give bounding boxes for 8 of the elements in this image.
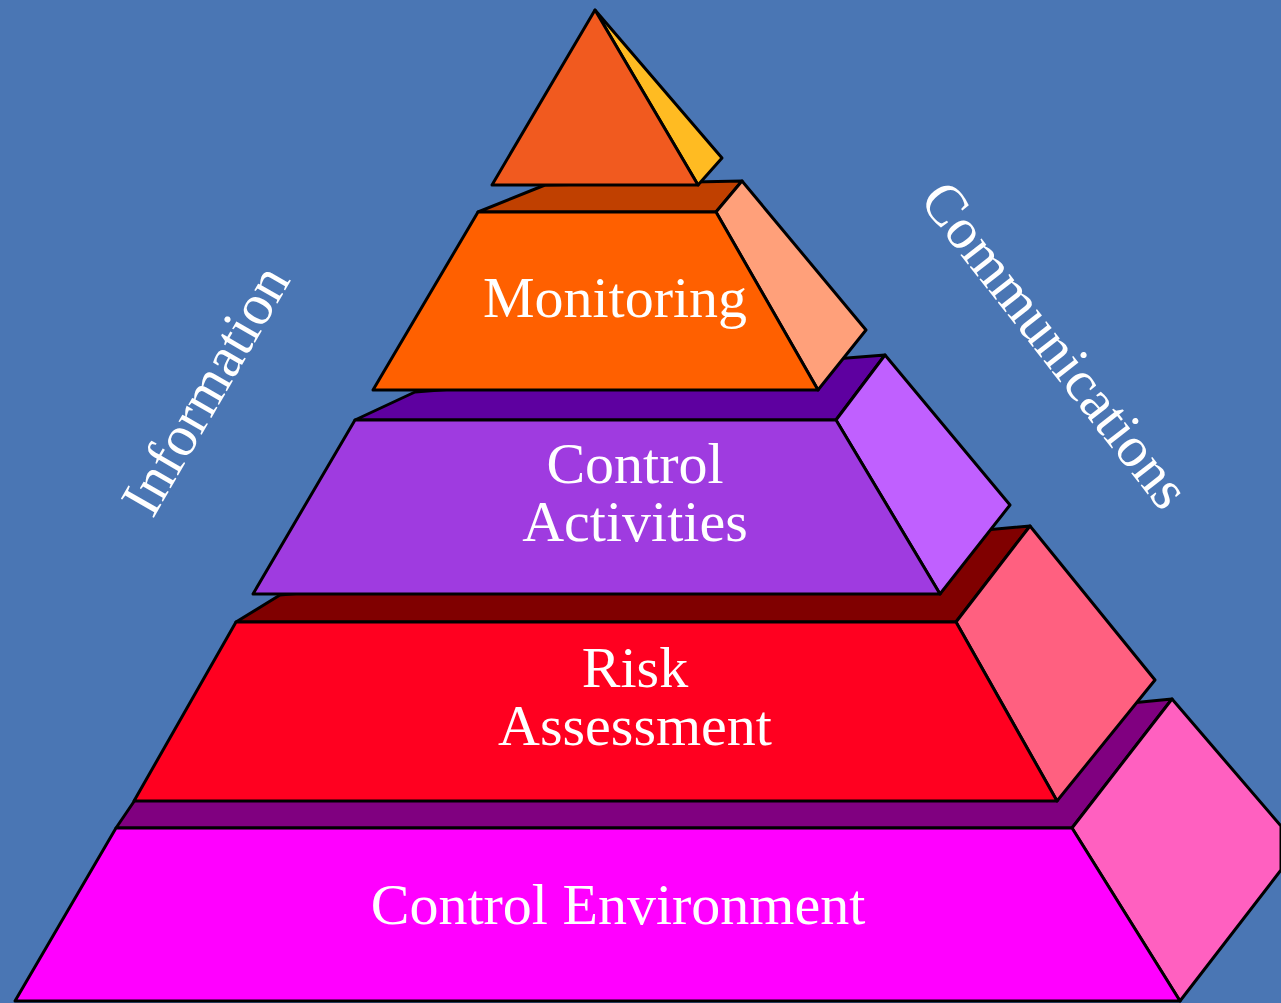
pyramid-apex <box>492 10 698 185</box>
layer-label: Risk Assessment <box>497 639 773 755</box>
layer-label: Control Activities <box>521 435 749 551</box>
pyramid-layer <box>373 212 818 390</box>
layer-label: Control Environment <box>369 876 867 934</box>
pyramid-layer <box>15 828 1180 1001</box>
pyramid-layer <box>134 622 1057 801</box>
layer-label: Monitoring <box>481 269 749 327</box>
